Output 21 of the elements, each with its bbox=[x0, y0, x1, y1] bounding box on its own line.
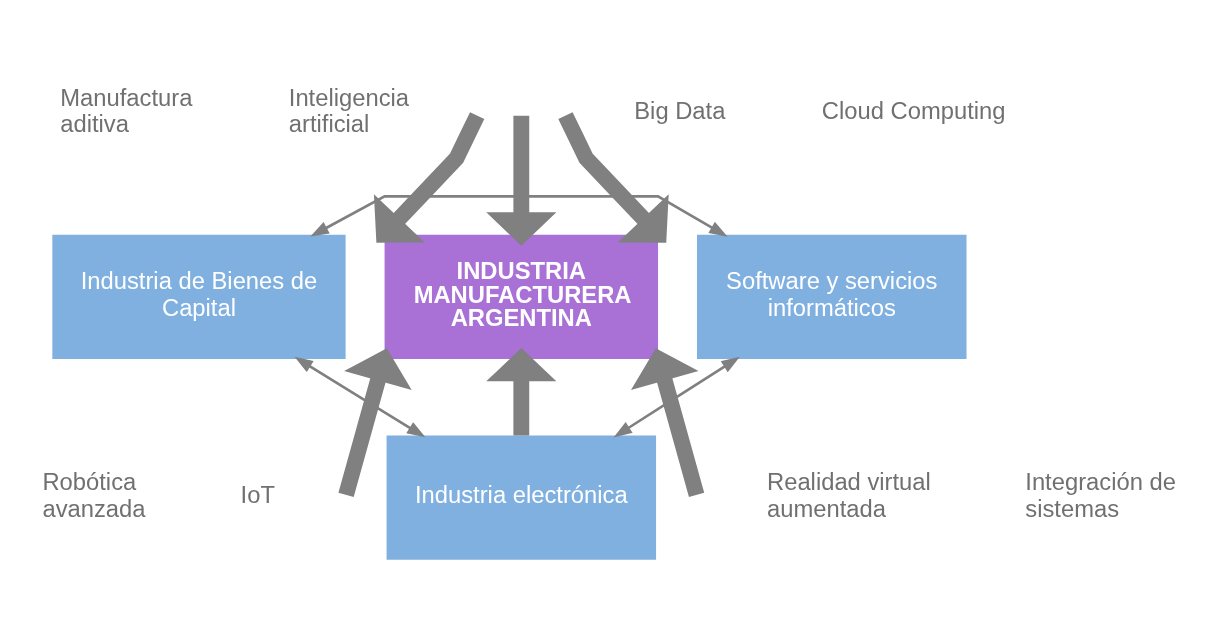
arrow bbox=[310, 195, 728, 237]
node-box: Industria electrónica bbox=[386, 435, 657, 560]
arrow bbox=[486, 347, 557, 436]
arrow bbox=[294, 356, 426, 438]
label: Cloud Computing bbox=[821, 97, 1006, 125]
node-box: Software y servicios informáticos bbox=[697, 234, 967, 359]
label: Inteligencia artificial bbox=[288, 83, 410, 138]
arrow bbox=[613, 356, 740, 438]
node-box: INDUSTRIA MANUFACTURERA ARGENTINA bbox=[384, 234, 659, 359]
node-box: Industria de Bienes de Capital bbox=[52, 234, 346, 359]
arrow bbox=[630, 348, 705, 497]
label: Big Data bbox=[634, 97, 726, 125]
arrow bbox=[558, 112, 669, 243]
label: Manufactura aditiva bbox=[60, 83, 193, 138]
label: Robótica avanzada bbox=[42, 468, 146, 522]
arrow bbox=[338, 348, 412, 497]
label: Integración de sistemas bbox=[1025, 468, 1176, 522]
arrow bbox=[373, 112, 485, 243]
label: Realidad virtual aumentada bbox=[767, 468, 931, 522]
label: IoT bbox=[240, 481, 275, 509]
arrow bbox=[486, 115, 557, 246]
